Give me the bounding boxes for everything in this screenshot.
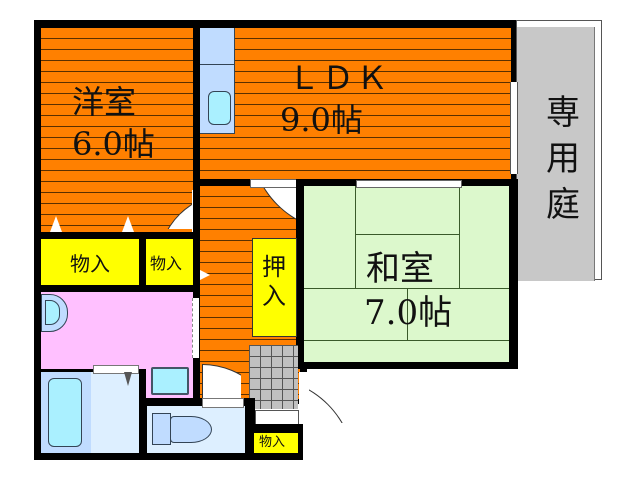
japanese-room-size: 7.0帖 <box>364 293 453 333</box>
ldk-door-gap <box>250 179 298 188</box>
toilet-tank-icon <box>152 413 171 445</box>
kitchen-sink-icon <box>208 91 231 125</box>
washbasin-bowl <box>45 300 60 325</box>
tatami-line <box>407 288 408 340</box>
bathroom-door-marker <box>124 372 132 386</box>
storage-2-label: 物入 <box>150 254 183 273</box>
closet-label-2: 入 <box>262 282 286 310</box>
toilet-door <box>202 364 241 403</box>
western-room-size: 6.0帖 <box>72 125 155 163</box>
tatami-line <box>304 288 509 289</box>
kitchen-counter-divider <box>200 64 235 65</box>
japanese-room <box>304 186 509 362</box>
ldk-garden-window <box>510 82 518 174</box>
garden-label-1: 専 <box>546 93 580 133</box>
bathroom-door <box>93 365 139 374</box>
ldk-size: 9.0帖 <box>280 101 363 139</box>
storage-3 <box>254 433 298 453</box>
storage-1-label: 物入 <box>70 252 110 276</box>
storage-3-label: 物入 <box>259 435 286 450</box>
closet <box>252 238 297 337</box>
japanese-room-name: 和室 <box>366 249 434 289</box>
closet-label-1: 押 <box>262 253 286 281</box>
western-room <box>41 28 193 232</box>
toilet-door-gap <box>202 398 244 408</box>
garden-label-3: 庭 <box>546 185 580 225</box>
washing-machine-icon <box>151 367 189 395</box>
closet-door-marker <box>50 216 62 232</box>
storage-2 <box>146 239 193 285</box>
washroom-door <box>192 298 199 358</box>
tatami-line <box>355 234 460 235</box>
closet-door-marker <box>122 216 134 232</box>
tatami-line <box>304 340 509 341</box>
storage-door-marker <box>200 270 210 280</box>
entrance <box>249 345 298 409</box>
private-garden <box>517 27 595 281</box>
toilet-bowl-icon <box>170 416 212 443</box>
entrance-door-gap <box>299 372 307 422</box>
garden-label-2: 用 <box>546 139 580 179</box>
tatami-line <box>355 186 356 289</box>
western-room-name: 洋室 <box>72 83 137 121</box>
ldk-room <box>200 28 511 179</box>
ldk-name: ＬＤＫ <box>288 59 391 97</box>
tatami-line <box>459 186 460 289</box>
storage-1 <box>41 239 139 285</box>
japanese-room-sliding-door <box>356 180 462 188</box>
bathtub-icon <box>48 378 82 447</box>
